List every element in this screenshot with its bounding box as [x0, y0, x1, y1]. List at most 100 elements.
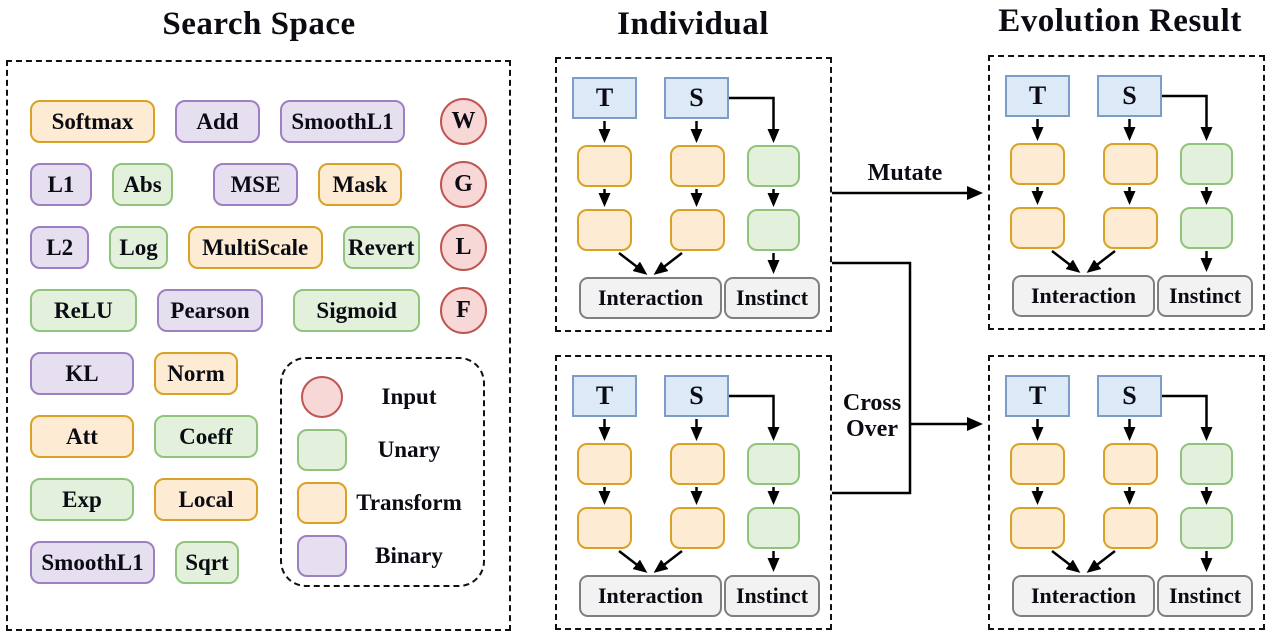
op-chip-kl: KL	[30, 352, 134, 395]
individual-title: Individual	[617, 6, 769, 42]
op-chip-pearson: Pearson	[156, 289, 264, 332]
legend-label: Transform	[356, 490, 462, 515]
output-interaction: Interaction	[579, 575, 722, 617]
op-chip-abs: Abs	[112, 163, 173, 206]
input-circle-l: L	[440, 224, 488, 271]
transform-node	[1010, 143, 1065, 185]
output-instinct: Instinct	[1157, 575, 1253, 617]
transform-node	[577, 507, 632, 549]
op-chip-local: Local	[154, 478, 258, 521]
search-space-title: Search Space	[162, 6, 356, 42]
operation-row: L1 Abs MSE Mask G	[30, 161, 509, 208]
transform-node	[577, 209, 632, 251]
output-instinct: Instinct	[1157, 275, 1253, 317]
operation-row: ReLU Pearson Sigmoid F	[30, 287, 509, 334]
legend-label: Unary	[377, 437, 441, 462]
legend-entry-transform: Transform	[297, 482, 471, 524]
input-node-s: S	[664, 77, 729, 119]
unary-node	[747, 443, 800, 485]
unary-node	[747, 209, 800, 251]
unary-node	[1180, 507, 1233, 549]
unary-node	[747, 145, 800, 187]
input-node-t: T	[572, 77, 637, 119]
output-instinct: Instinct	[724, 575, 820, 617]
op-chip-norm: Norm	[154, 352, 238, 395]
op-chip-log: Log	[109, 226, 168, 269]
operation-row: L2 Log MultiScale Revert L	[30, 224, 509, 271]
op-chip-mask: Mask	[318, 163, 402, 206]
input-circle-w: W	[440, 98, 487, 145]
input-node-s: S	[1097, 375, 1162, 417]
transform-node	[670, 443, 725, 485]
legend-swatch-unary	[297, 429, 347, 471]
transform-node	[577, 443, 632, 485]
operation-row: Softmax Add SmoothL1 W	[30, 98, 509, 145]
op-chip-smoothl1: SmoothL1	[280, 100, 405, 143]
input-node-t: T	[572, 375, 637, 417]
op-chip-mse: MSE	[213, 163, 298, 206]
transform-node	[1103, 143, 1158, 185]
operation-row: Att Coeff	[30, 415, 509, 458]
transform-node	[1103, 443, 1158, 485]
op-chip-multiscale: MultiScale	[187, 226, 323, 269]
unary-node	[1180, 443, 1233, 485]
input-node-t: T	[1005, 75, 1070, 117]
crossover-bracket	[832, 261, 912, 495]
input-node-s: S	[664, 375, 729, 417]
legend-entry-input: Input	[297, 376, 471, 418]
crossover-label-line1: Cross	[842, 390, 902, 416]
operation-row: KL Norm	[30, 352, 509, 395]
transform-node	[670, 145, 725, 187]
input-circle-f: F	[440, 287, 487, 334]
op-chip-sigmoid: Sigmoid	[293, 289, 420, 332]
legend-swatch-binary	[297, 535, 347, 577]
output-interaction: Interaction	[1012, 575, 1155, 617]
unary-node	[1180, 207, 1233, 249]
input-node-s: S	[1097, 75, 1162, 117]
evolution-result-title: Evolution Result	[998, 3, 1242, 39]
transform-node	[670, 209, 725, 251]
crossover-label-line2: Over	[846, 416, 898, 442]
input-node-t: T	[1005, 375, 1070, 417]
legend-label: Input	[381, 384, 437, 409]
crossover-label: Cross Over	[838, 390, 906, 442]
mutate-label: Mutate	[867, 160, 943, 186]
op-chip-exp: Exp	[30, 478, 134, 521]
op-chip-softmax: Softmax	[30, 100, 155, 143]
legend-entry-binary: Binary	[297, 535, 471, 577]
legend-entry-unary: Unary	[297, 429, 471, 471]
op-chip-l1: L1	[30, 163, 92, 206]
input-circle-g: G	[440, 161, 487, 208]
operation-row: Exp Local	[30, 478, 509, 521]
transform-node	[1103, 507, 1158, 549]
op-chip-smoothl1: SmoothL1	[30, 541, 155, 584]
legend-swatch-input	[301, 376, 343, 418]
op-chip-add: Add	[175, 100, 260, 143]
op-chip-sqrt: Sqrt	[175, 541, 239, 584]
op-chip-relu: ReLU	[30, 289, 137, 332]
transform-node	[670, 507, 725, 549]
op-chip-l2: L2	[30, 226, 90, 269]
op-chip-revert: Revert	[342, 226, 421, 269]
transform-node	[577, 145, 632, 187]
transform-node	[1010, 443, 1065, 485]
transform-node	[1010, 207, 1065, 249]
operation-row: SmoothL1 Sqrt	[30, 541, 509, 584]
transform-node	[1103, 207, 1158, 249]
legend-label: Binary	[375, 543, 443, 568]
output-interaction: Interaction	[1012, 275, 1155, 317]
unary-node	[1180, 143, 1233, 185]
op-chip-att: Att	[30, 415, 134, 458]
output-instinct: Instinct	[724, 277, 820, 319]
transform-node	[1010, 507, 1065, 549]
legend-swatch-transform	[297, 482, 347, 524]
op-chip-coeff: Coeff	[154, 415, 258, 458]
